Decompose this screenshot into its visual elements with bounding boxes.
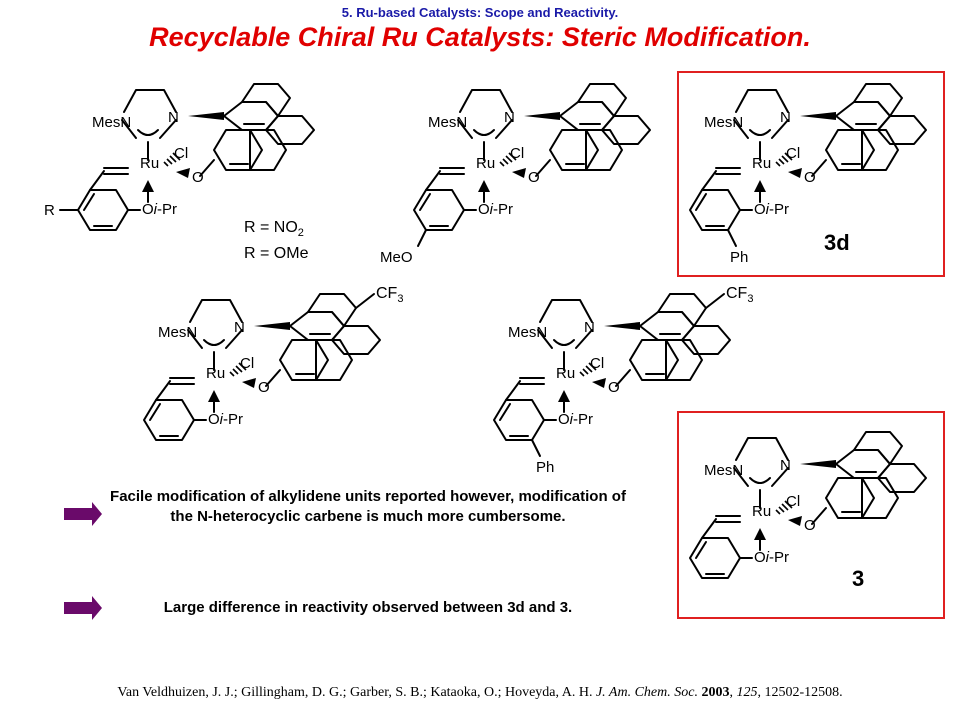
- citation-authors: Van Veldhuizen, J. J.; Gillingham, D. G.…: [117, 685, 593, 700]
- svg-text:Ru: Ru: [556, 365, 575, 382]
- svg-text:N: N: [780, 457, 791, 474]
- structure-methoxy-catalyst: [414, 84, 650, 247]
- svg-text:MesN: MesN: [428, 114, 467, 131]
- svg-text:O: O: [804, 169, 816, 186]
- ph-label: Ph: [730, 249, 748, 266]
- citation: Van Veldhuizen, J. J.; Gillingham, D. G.…: [117, 685, 843, 700]
- svg-text:Cl: Cl: [510, 145, 524, 162]
- arrow-icon: [64, 596, 102, 620]
- svg-text:MesN: MesN: [704, 462, 743, 479]
- labels-s3: MesN N Ru Cl O Oi-Pr Ph 3d: [704, 109, 850, 266]
- svg-text:Oi-Pr: Oi-Pr: [558, 411, 593, 428]
- svg-text:Cl: Cl: [786, 493, 800, 510]
- structure-3d-catalyst: [690, 84, 926, 247]
- svg-text:Cl: Cl: [240, 355, 254, 372]
- arrow-icon: [64, 502, 102, 526]
- svg-text:Ru: Ru: [476, 155, 495, 172]
- svg-text:N: N: [780, 109, 791, 126]
- r-option-methoxy: R = OMe: [244, 245, 309, 262]
- cf3-label: CF3: [376, 285, 403, 305]
- svg-text:O: O: [608, 379, 620, 396]
- svg-text:O: O: [804, 517, 816, 534]
- structure-cf3-catalyst: [144, 293, 380, 440]
- labels-s5: MesN N Ru Cl O Oi-Pr CF3 Ph: [508, 285, 753, 476]
- svg-text:N: N: [234, 319, 245, 336]
- svg-text:N: N: [584, 319, 595, 336]
- compound-label-3: 3: [852, 566, 864, 591]
- oipr-label: Oi-Pr: [142, 201, 177, 218]
- structure-3-catalyst: [690, 432, 926, 578]
- svg-text:O: O: [258, 379, 270, 396]
- bullet-text-2: Large difference in reactivity observed …: [163, 599, 573, 616]
- highlight-box-3d: [677, 71, 945, 277]
- svg-text:MesN: MesN: [704, 114, 743, 131]
- cf3-label: CF3: [726, 285, 753, 305]
- ru-label: Ru: [140, 155, 159, 172]
- structure-cf3-phenyl-catalyst: [494, 293, 730, 457]
- bullet-text-1: Facile modification of alkylidene units …: [110, 488, 626, 525]
- labels-s6: MesN N Ru Cl O Oi-Pr 3: [704, 457, 864, 591]
- ph-label: Ph: [536, 459, 554, 476]
- citation-pages: 12502-12508.: [764, 685, 843, 700]
- svg-text:MesN: MesN: [508, 324, 547, 341]
- svg-text:Cl: Cl: [590, 355, 604, 372]
- svg-text:O: O: [528, 169, 540, 186]
- svg-text:Oi-Pr: Oi-Pr: [478, 201, 513, 218]
- structure-nitro-methoxy-catalyst: [59, 84, 314, 230]
- labels-s4: MesN N Ru Cl O Oi-Pr CF3: [158, 285, 403, 428]
- r-label: R: [44, 202, 55, 219]
- svg-text:N: N: [504, 109, 515, 126]
- svg-text:Ru: Ru: [206, 365, 225, 382]
- svg-text:Ru: Ru: [752, 155, 771, 172]
- citation-year: 2003: [701, 685, 730, 700]
- o-label: O: [192, 169, 204, 186]
- mesn-label: MesN: [92, 114, 131, 131]
- slide-title: Recyclable Chiral Ru Catalysts: Steric M…: [149, 22, 811, 52]
- svg-text:Cl: Cl: [786, 145, 800, 162]
- highlight-box-3: [677, 411, 945, 619]
- slide-supertitle: 5. Ru-based Catalysts: Scope and Reactiv…: [341, 5, 619, 20]
- svg-text:Ru: Ru: [752, 503, 771, 520]
- svg-text:Oi-Pr: Oi-Pr: [754, 201, 789, 218]
- meo-label: MeO: [380, 249, 413, 266]
- compound-label-3d: 3d: [824, 230, 850, 255]
- r-option-nitro: R = NO2: [244, 219, 304, 239]
- svg-text:Oi-Pr: Oi-Pr: [754, 549, 789, 566]
- citation-journal: J. Am. Chem. Soc.: [595, 685, 698, 700]
- cl-label: Cl: [174, 145, 188, 162]
- n-label: N: [168, 109, 179, 126]
- citation-volume: 125: [736, 685, 758, 700]
- labels-s2: MesN N Ru Cl O Oi-Pr MeO: [380, 109, 540, 266]
- svg-text:MesN: MesN: [158, 324, 197, 341]
- labels-s1: MesN N Ru Cl O Oi-Pr R R = NO2 R = OMe: [44, 109, 309, 262]
- svg-text:Oi-Pr: Oi-Pr: [208, 411, 243, 428]
